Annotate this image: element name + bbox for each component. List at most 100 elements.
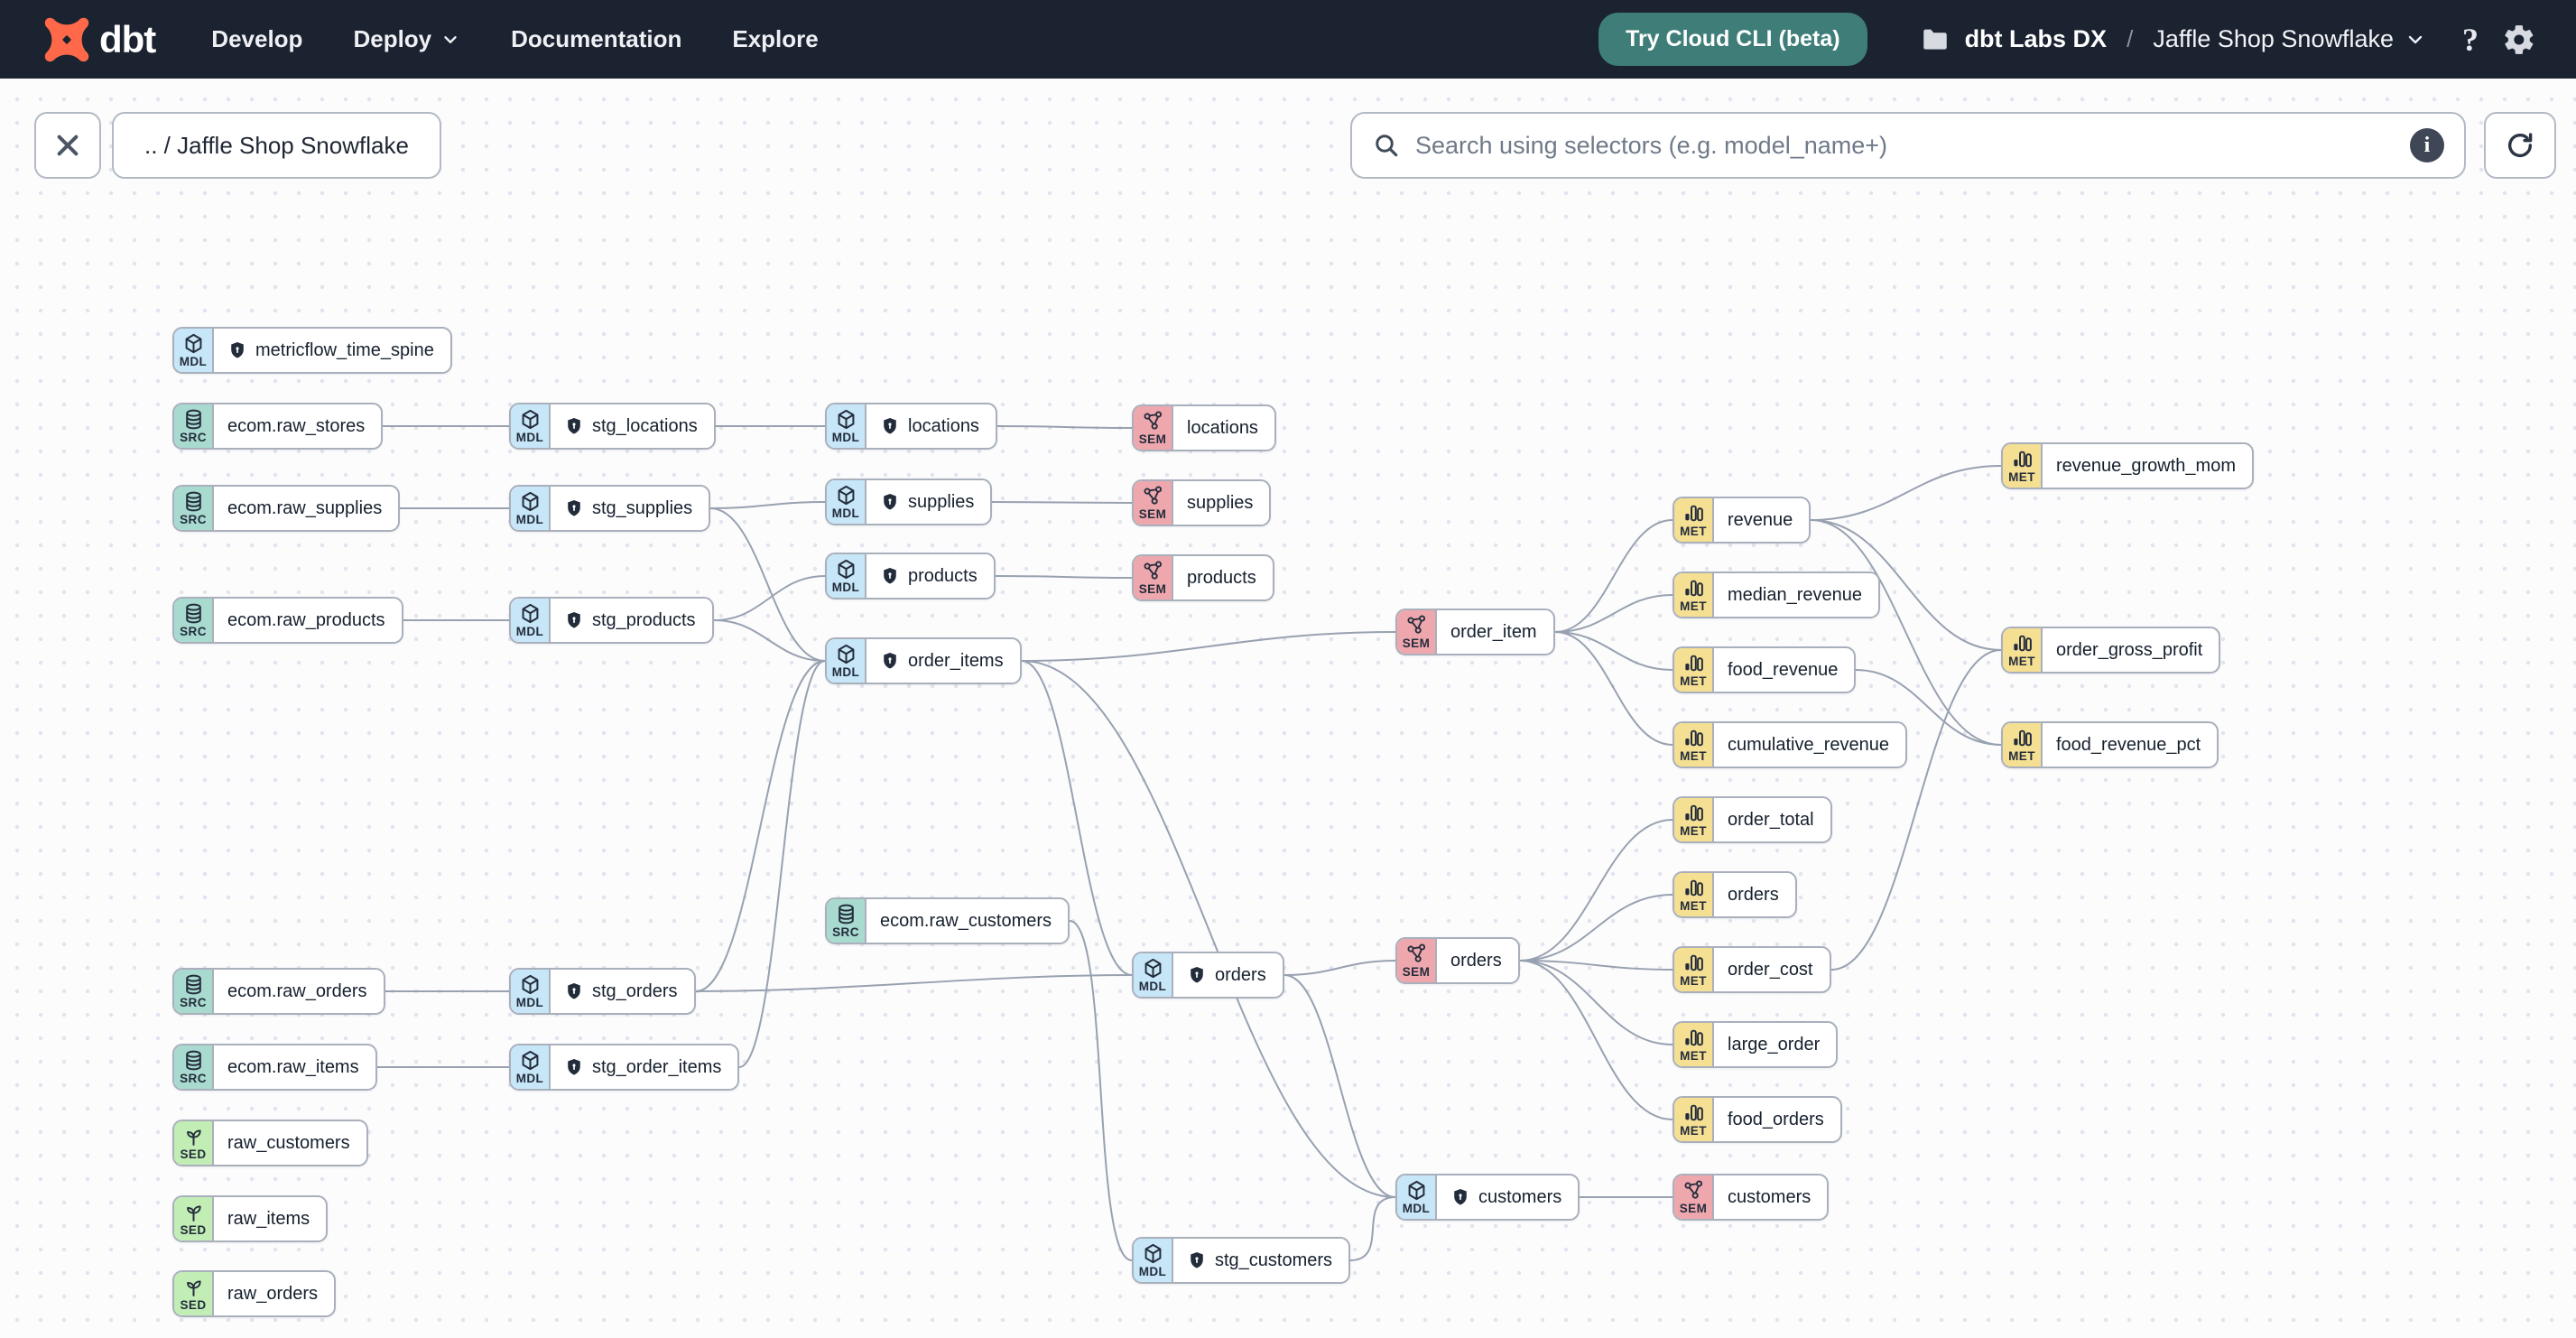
shield-icon [880,416,900,436]
node-label: order_cost [1728,959,1813,980]
account-name[interactable]: dbt Labs DX [1964,25,2108,52]
refresh-button[interactable] [2484,112,2556,179]
node-type-badge: MDL [511,404,551,448]
brand-text: dbt [99,17,156,60]
node-type-badge: MET [1674,498,1714,542]
selector-search[interactable]: i [1350,112,2466,179]
close-lineage-button[interactable] [34,112,101,179]
graph-node-order_cost[interactable]: MET order_cost [1673,946,1831,993]
node-type-label: MET [1680,824,1707,839]
nav-develop[interactable]: Develop [211,25,303,52]
node-type-badge: MET [1674,948,1714,991]
try-cloud-cli-button[interactable]: Try Cloud CLI (beta) [1598,13,1867,66]
shield-icon [564,610,584,630]
node-label: revenue [1728,509,1793,530]
node-label: locations [1187,417,1258,438]
node-type-badge: MET [1674,648,1714,692]
node-label: ecom.raw_supplies [227,497,383,518]
help-button[interactable]: ? [2462,21,2479,59]
node-label: orders [1728,884,1779,905]
node-type-label: MDL [831,665,860,680]
nav-deploy[interactable]: Deploy [353,25,460,53]
node-type-badge: SEM [1134,481,1173,525]
cube-icon [519,602,542,625]
account-breadcrumb: dbt Labs DX / Jaffle Shop Snowflake [1920,24,2426,55]
node-type-badge: MDL [827,639,866,683]
node-type-label: SRC [180,1072,207,1086]
node-type-label: MET [1680,899,1707,914]
node-type-label: SEM [1138,432,1167,447]
database-icon [835,903,857,925]
node-type-badge: SRC [174,970,214,1013]
lineage-canvas[interactable] [0,79,2576,1338]
graph-node-ecom_raw_items[interactable]: SRC ecom.raw_items [172,1044,377,1091]
nav-explore[interactable]: Explore [732,25,819,52]
seed-icon [182,1276,205,1298]
node-type-badge: MET [1674,1098,1714,1141]
graph-node-orders_met[interactable]: MET orders [1673,871,1797,918]
shield-icon [880,651,900,671]
shield-icon [880,566,900,586]
database-icon [182,973,205,996]
shield-icon [1187,1250,1207,1270]
dbt-logo-mark-icon [43,16,90,63]
nav-documentation[interactable]: Documentation [511,25,682,52]
node-label: products [866,554,994,598]
cube-icon [835,484,857,506]
main-nav: Develop Deploy Documentation Explore [211,25,818,53]
node-label: ecom.raw_items [227,1056,359,1077]
cube-icon [519,490,542,513]
search-input[interactable] [1415,131,2410,160]
dbt-logo[interactable]: dbt [43,16,156,63]
shield-icon [564,981,584,1001]
node-type-badge: MET [1674,723,1714,767]
graph-node-revenue[interactable]: MET revenue [1673,497,1812,544]
shield-icon [1187,965,1207,985]
node-type-label: SRC [180,431,207,445]
node-type-badge: MDL [511,1045,551,1089]
node-type-label: MDL [179,355,208,369]
info-icon[interactable]: i [2410,128,2444,163]
lineage-breadcrumb-button[interactable]: .. / Jaffle Shop Snowflake [112,112,441,179]
node-label: orders [1173,953,1283,997]
graph-node-locations_sem[interactable]: SEM locations [1132,404,1276,451]
settings-button[interactable] [2502,23,2536,57]
project-selector[interactable]: Jaffle Shop Snowflake [2153,25,2426,53]
search-icon [1372,131,1401,160]
